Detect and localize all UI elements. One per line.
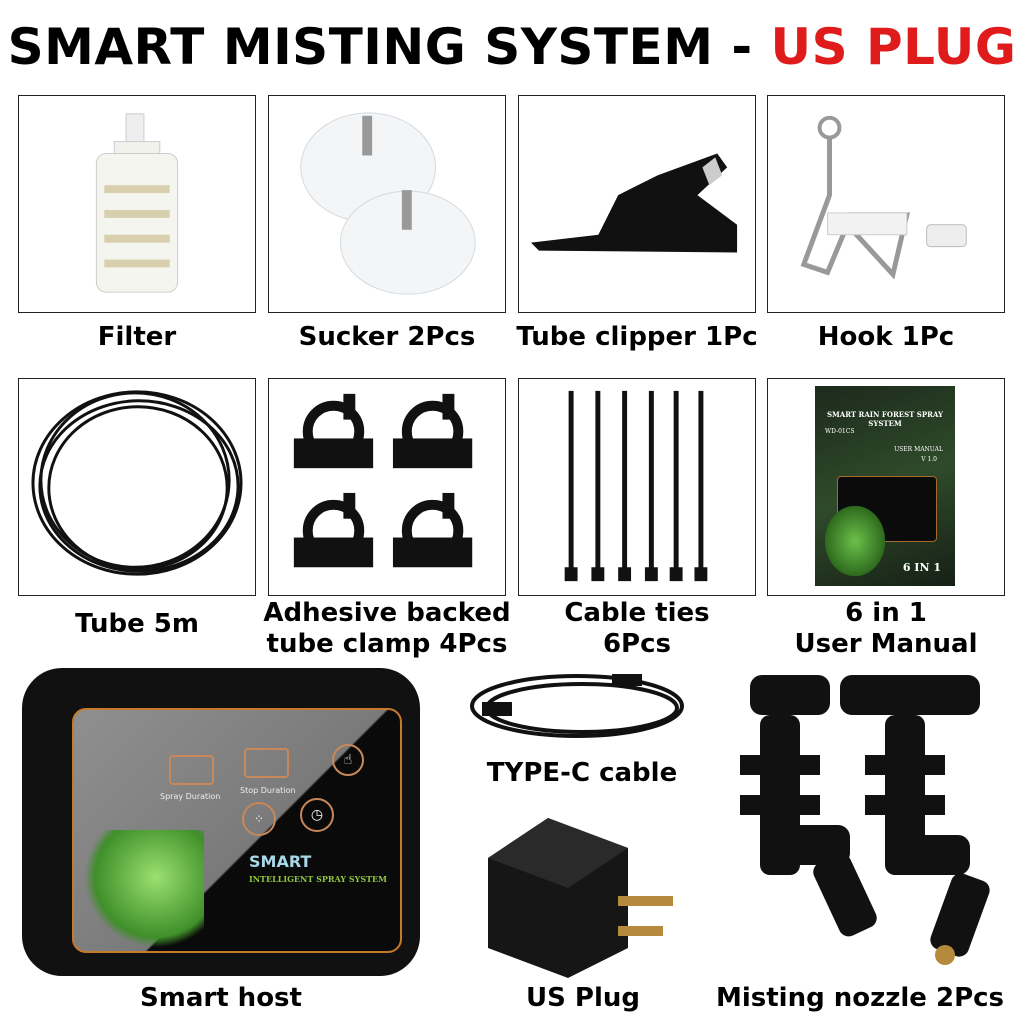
tube-clamp-icon: [293, 393, 473, 568]
manual-icon: SMART RAIN FOREST SPRAY SYSTEM WD-01CS U…: [815, 386, 955, 586]
item-label: Filter: [97, 322, 177, 352]
filter-panel: [18, 95, 256, 313]
item-label: Sucker 2Pcs: [298, 322, 476, 352]
item-label: US Plug: [526, 983, 640, 1013]
touch-button: ☝: [332, 744, 364, 776]
lizard-image: [84, 830, 204, 948]
item-label: Misting nozzle 2Pcs: [715, 983, 1005, 1013]
controller-icon: Spray Duration Stop Duration ☝ ⁘ ◷ SMART…: [22, 668, 420, 976]
stop-display: [244, 748, 289, 778]
item-label: Smart host: [140, 983, 302, 1013]
tube-coil-icon: [31, 390, 243, 576]
cable-ties-panel: [518, 378, 756, 596]
power-adapter-icon: [478, 818, 678, 978]
cable-tie-icon: [564, 390, 708, 582]
spray-display: [169, 755, 214, 785]
sucker-panel: [268, 95, 506, 313]
suction-cup-icon: [300, 112, 476, 295]
item-label: Tube 5m: [75, 609, 199, 639]
hook-panel: [767, 95, 1005, 313]
spray-button: ⁘: [242, 802, 276, 836]
nozzle-icon: [730, 665, 1010, 975]
item-label: TYPE-C cable: [486, 758, 678, 788]
usb-cable-icon: [462, 668, 692, 748]
tube-clamp-panel: [268, 378, 506, 596]
timer-button: ◷: [300, 798, 334, 832]
item-label: Hook 1Pc: [817, 322, 955, 352]
hook-icon: [800, 115, 967, 280]
filter-icon: [95, 113, 179, 293]
page-title: SMART MISTING SYSTEM - US PLUG: [7, 18, 1017, 76]
item-label: Tube clipper 1Pc: [516, 322, 758, 352]
manual-panel: SMART RAIN FOREST SPRAY SYSTEM WD-01CS U…: [767, 378, 1005, 596]
tube-panel: [18, 378, 256, 596]
tube-cutter-icon: [530, 153, 738, 253]
tube-clipper-panel: [518, 95, 756, 313]
